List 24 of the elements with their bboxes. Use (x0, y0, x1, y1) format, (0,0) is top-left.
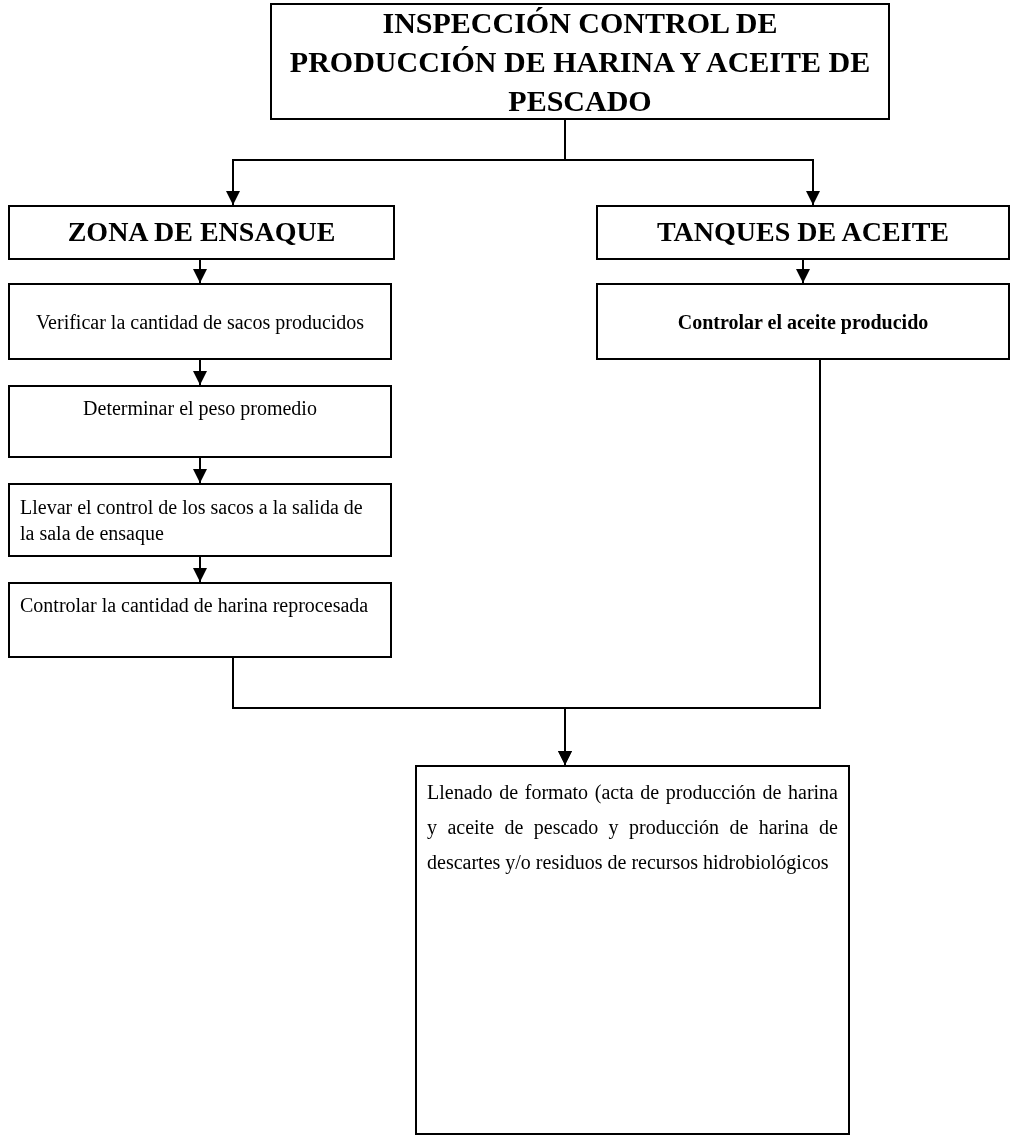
arrow (796, 259, 810, 284)
process-box (596, 283, 1010, 360)
box-text: Llevar el control de los sacos a la salida de la sala de ensaque (20, 495, 364, 546)
box-text: TANQUES DE ACEITE (656, 215, 950, 250)
box-text: INSPECCIÓN CONTROL DE PRODUCCIÓN DE HARINA Y ACEITE DE PESCADO (288, 5, 872, 119)
arrow (193, 457, 207, 484)
arrow (193, 259, 207, 284)
process-box (8, 483, 392, 557)
box-text: ZONA DE ENSAQUE (66, 215, 337, 250)
arrow (193, 359, 207, 386)
arrow (564, 119, 820, 206)
process-box (8, 582, 392, 658)
process-box (8, 205, 395, 260)
box-text: Controlar la cantidad de harina reprocesada (20, 593, 370, 618)
box-text: Verificar la cantidad de sacos producidos (34, 309, 366, 335)
process-box (8, 385, 392, 458)
process-box (8, 283, 392, 360)
box-text: Llenado de formato (acta de producción de harina y aceite de pescado y producción de harina de descartes y/o residuos de recursos hidrobiológicos (427, 780, 838, 876)
process-box (596, 205, 1010, 260)
box-text: Determinar el peso promedio (82, 396, 318, 421)
process-box (415, 765, 850, 1135)
arrow (558, 359, 821, 766)
arrow (193, 556, 207, 583)
box-text: Controlar el aceite producido (676, 309, 930, 335)
